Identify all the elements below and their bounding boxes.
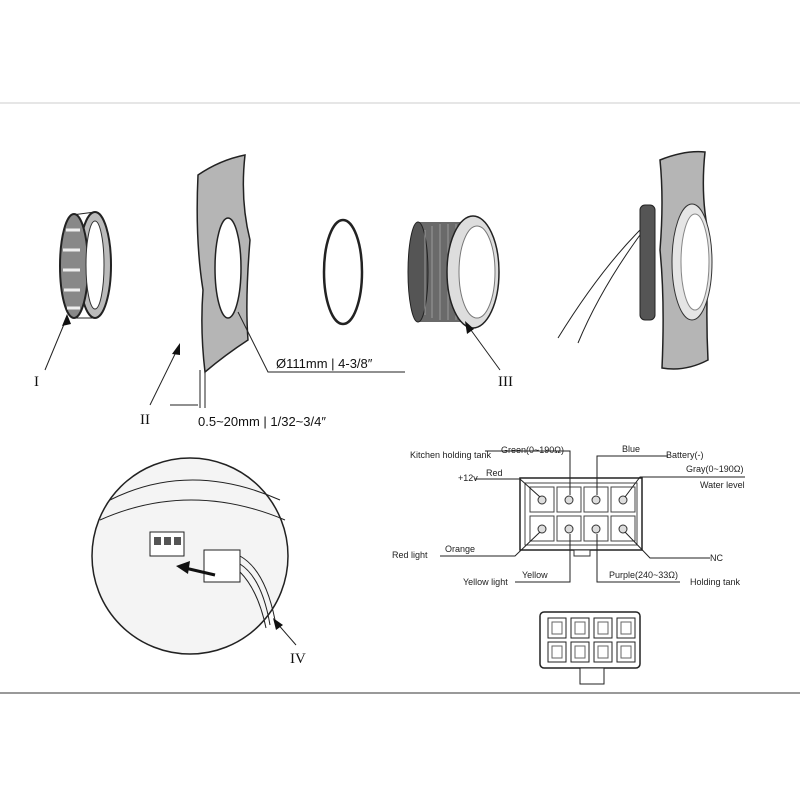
label-green: Green(0~190Ω) — [501, 445, 564, 455]
wiring-connector — [519, 477, 643, 557]
label-blue: Blue — [622, 444, 640, 454]
connector-detail-iv — [91, 457, 289, 655]
label-water-level: Water level — [700, 480, 745, 490]
label-iii: III — [498, 374, 513, 390]
arrow-iii — [467, 325, 501, 371]
housing-part-iii — [407, 215, 500, 329]
label-ii: II — [140, 412, 150, 428]
label-kitchen-holding-tank: Kitchen holding tank — [410, 450, 492, 460]
label-orange: Orange — [445, 544, 475, 554]
label-yellow: Yellow — [522, 570, 548, 580]
arrow-i — [44, 316, 68, 371]
label-holding-tank: Holding tank — [690, 577, 741, 587]
label-plus12v: +12v — [458, 473, 478, 483]
assembled-view — [557, 150, 713, 370]
wiring-leaders — [440, 450, 745, 583]
label-battery-neg: Battery(-) — [666, 450, 704, 460]
label-iv: IV — [290, 651, 306, 667]
label-i: I — [34, 374, 39, 390]
panel-part-ii — [170, 154, 251, 408]
connector-face — [539, 611, 641, 685]
label-red-light: Red light — [392, 550, 428, 560]
label-nc: NC — [710, 553, 723, 563]
nut-part-i — [59, 211, 112, 319]
label-purple: Purple(240~33Ω) — [609, 570, 678, 580]
arrow-ii — [149, 347, 179, 406]
o-ring — [322, 218, 364, 326]
panel-thickness-text: 0.5~20mm | 1/32~3/4″ — [198, 414, 326, 429]
hole-diameter-text: Ø111mm | 4-3/8″ — [276, 356, 373, 371]
label-gray: Gray(0~190Ω) — [686, 464, 744, 474]
label-red: Red — [486, 468, 503, 478]
diameter-leader — [237, 311, 405, 373]
label-yellow-light: Yellow light — [463, 577, 508, 587]
